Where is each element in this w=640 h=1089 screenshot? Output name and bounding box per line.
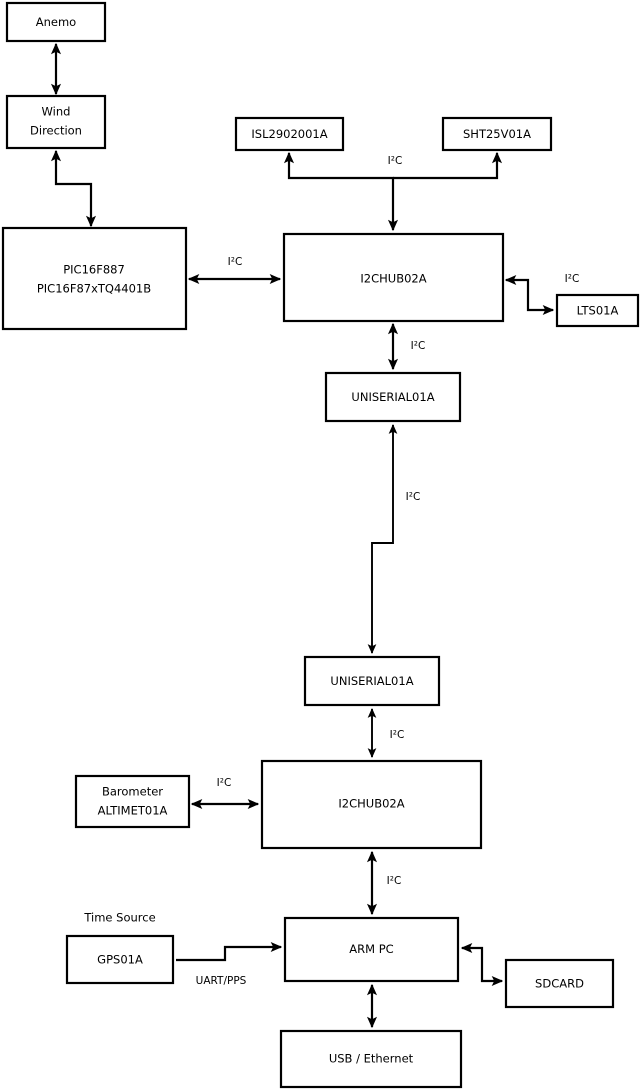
box-barometer-label-line2: ALTIMET01A: [98, 804, 168, 818]
box-uniserial01a-lower-label: UNISERIAL01A: [330, 674, 413, 688]
box-sht25v01a[interactable]: SHT25V01A: [441, 116, 553, 152]
box-pic-mcu-label-line1: PIC16F887: [63, 263, 125, 277]
box-i2chub02a-bottom-label: I2CHUB02A: [338, 797, 404, 811]
box-i2chub02a-top[interactable]: I2CHUB02A: [282, 232, 505, 323]
edge-label-hub-armpc: I²C: [387, 875, 402, 887]
connector-pic-to-wind: [50, 149, 97, 228]
box-isl2902001a-label: ISL2902001A: [251, 127, 327, 141]
edge-label-gps-armpc: UART/PPS: [196, 975, 247, 987]
box-uniserial01a-upper[interactable]: UNISERIAL01A: [324, 371, 462, 423]
box-pic-mcu-label-line2: PIC16F87xTQ4401B: [37, 282, 151, 296]
box-uniserial01a-upper-label: UNISERIAL01A: [351, 390, 434, 404]
box-uniserial01a-lower[interactable]: UNISERIAL01A: [303, 655, 441, 707]
box-wind-direction-label-line2: Direction: [30, 124, 82, 138]
edge-label-isl-sht-bus: I²C: [388, 155, 403, 167]
box-barometer-label-line1: Barometer: [102, 785, 163, 799]
connector-gps-to-armpc: [176, 941, 283, 962]
box-sdcard[interactable]: SDCARD: [504, 958, 615, 1009]
connector-hub-to-sht: [393, 151, 503, 180]
box-lts01a-label: LTS01A: [577, 304, 619, 318]
box-sdcard-label: SDCARD: [535, 977, 584, 991]
box-pic-mcu[interactable]: PIC16F887 PIC16F87xTQ4401B: [1, 226, 188, 331]
edge-label-barometer-hub: I²C: [217, 777, 232, 789]
box-usb-ethernet[interactable]: USB / Ethernet: [279, 1029, 463, 1089]
edge-label-uniserial-link: I²C: [406, 491, 421, 503]
box-gps01a[interactable]: GPS01A: [65, 934, 175, 985]
box-usb-ethernet-label: USB / Ethernet: [329, 1052, 414, 1066]
connector-armpc-to-sdcard: [460, 942, 504, 987]
box-i2chub02a-top-label: I2CHUB02A: [360, 272, 426, 286]
box-wind-direction[interactable]: Wind Direction: [5, 94, 107, 150]
box-wind-direction-label-line1: Wind: [42, 105, 71, 119]
box-i2chub02a-bottom[interactable]: I2CHUB02A: [260, 759, 483, 850]
connector-hub-to-isl: [283, 151, 399, 232]
edge-label-pic-hub: I²C: [228, 256, 243, 268]
box-anemo[interactable]: Anemo: [5, 1, 107, 43]
edge-label-hub-uniserial-top: I²C: [411, 340, 426, 352]
edge-label-uniserial-bot-hub: I²C: [390, 729, 405, 741]
box-sht25v01a-label: SHT25V01A: [463, 127, 531, 141]
connector-uniserial-link: [367, 424, 398, 654]
box-anemo-label: Anemo: [36, 15, 76, 29]
edge-label-hub-lts: I²C: [565, 273, 580, 285]
box-isl2902001a[interactable]: ISL2902001A: [234, 116, 345, 152]
box-lts01a[interactable]: LTS01A: [555, 293, 640, 328]
box-arm-pc[interactable]: ARM PC: [283, 916, 460, 983]
box-arm-pc-label: ARM PC: [349, 942, 393, 956]
box-barometer-altimet01a[interactable]: Barometer ALTIMET01A: [74, 774, 191, 829]
connector-hub-top-to-lts: [504, 274, 555, 316]
label-time-source: Time Source: [83, 911, 155, 925]
box-gps01a-label: GPS01A: [97, 953, 143, 967]
